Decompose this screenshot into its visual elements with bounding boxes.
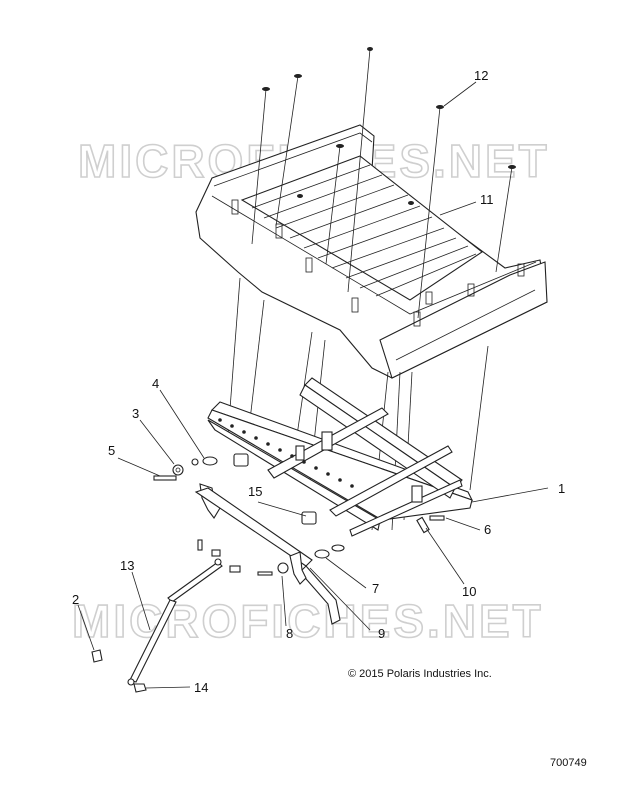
callout-9: 9 <box>378 626 385 641</box>
callout-1: 1 <box>558 481 565 496</box>
callout-7: 7 <box>372 581 379 596</box>
callout-14: 14 <box>194 680 208 695</box>
callout-5: 5 <box>108 443 115 458</box>
callout-6: 6 <box>484 522 491 537</box>
callout-4: 4 <box>152 376 159 391</box>
callout-13: 13 <box>120 558 134 573</box>
callout-15: 15 <box>248 484 262 499</box>
cargo-box <box>195 124 548 379</box>
callout-8: 8 <box>286 626 293 641</box>
gas-strut <box>127 558 223 686</box>
copyright-text: © 2015 Polaris Industries Inc. <box>348 668 492 680</box>
release-parts <box>153 453 445 625</box>
callout-12: 12 <box>474 68 488 83</box>
clip-part <box>133 683 147 693</box>
frame-rails <box>207 377 474 537</box>
watermark-bottom: MICROFICHES.NET <box>72 595 544 647</box>
callout-2: 2 <box>72 592 79 607</box>
leader-lines <box>77 81 549 689</box>
alignment-lines <box>227 48 513 531</box>
callout-11: 11 <box>480 192 494 207</box>
diagram-number: 700749 <box>550 757 587 769</box>
callout-10: 10 <box>462 584 476 599</box>
callouts: 1 2 3 4 5 6 7 8 9 10 11 12 13 14 15 <box>72 68 565 695</box>
pin-part <box>91 649 103 663</box>
callout-3: 3 <box>132 406 139 421</box>
